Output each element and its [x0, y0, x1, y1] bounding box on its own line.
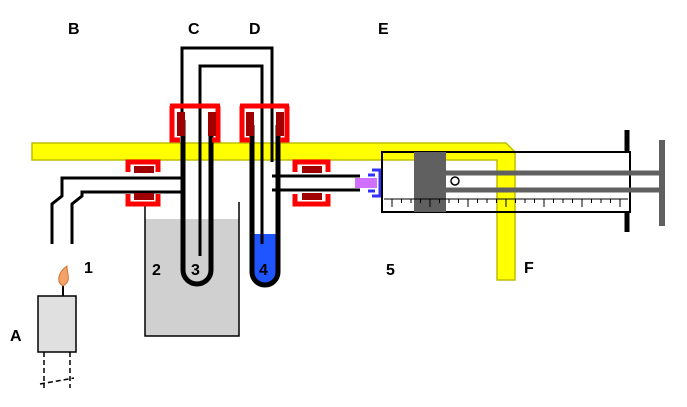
blue-liquid	[252, 234, 278, 285]
u-tube-3	[180, 120, 214, 287]
label-4: 4	[259, 262, 268, 279]
label-d: D	[249, 21, 261, 38]
seal-c	[169, 103, 221, 143]
stand-horizontal-bar	[31, 142, 516, 281]
outlet-tube	[272, 174, 360, 192]
candle-a	[37, 265, 77, 388]
label-c: C	[188, 21, 200, 38]
label-a: A	[10, 328, 22, 345]
label-b: B	[68, 21, 80, 38]
support-stand	[31, 142, 516, 281]
labels: B C D E F A 1 2 3 4 5	[10, 21, 534, 345]
seal-d	[239, 103, 290, 143]
beaker-liquid	[145, 219, 239, 336]
tube-b	[50, 176, 185, 244]
label-3: 3	[191, 262, 200, 279]
label-e: E	[378, 21, 389, 38]
syringe-barrel	[381, 151, 631, 213]
label-2: 2	[152, 262, 161, 279]
test-tube-4	[249, 125, 281, 288]
label-5: 5	[386, 262, 395, 279]
label-1: 1	[84, 260, 93, 277]
candle-body	[37, 295, 77, 353]
syringe-scale	[384, 198, 628, 207]
seals	[125, 103, 331, 207]
seal-b	[125, 159, 161, 207]
syringe-adapter	[355, 168, 382, 198]
beaker-2	[144, 202, 240, 337]
gas-syringe-e	[381, 130, 665, 232]
flame-icon	[58, 265, 69, 287]
label-f: F	[524, 260, 534, 277]
seal-e	[292, 159, 331, 207]
